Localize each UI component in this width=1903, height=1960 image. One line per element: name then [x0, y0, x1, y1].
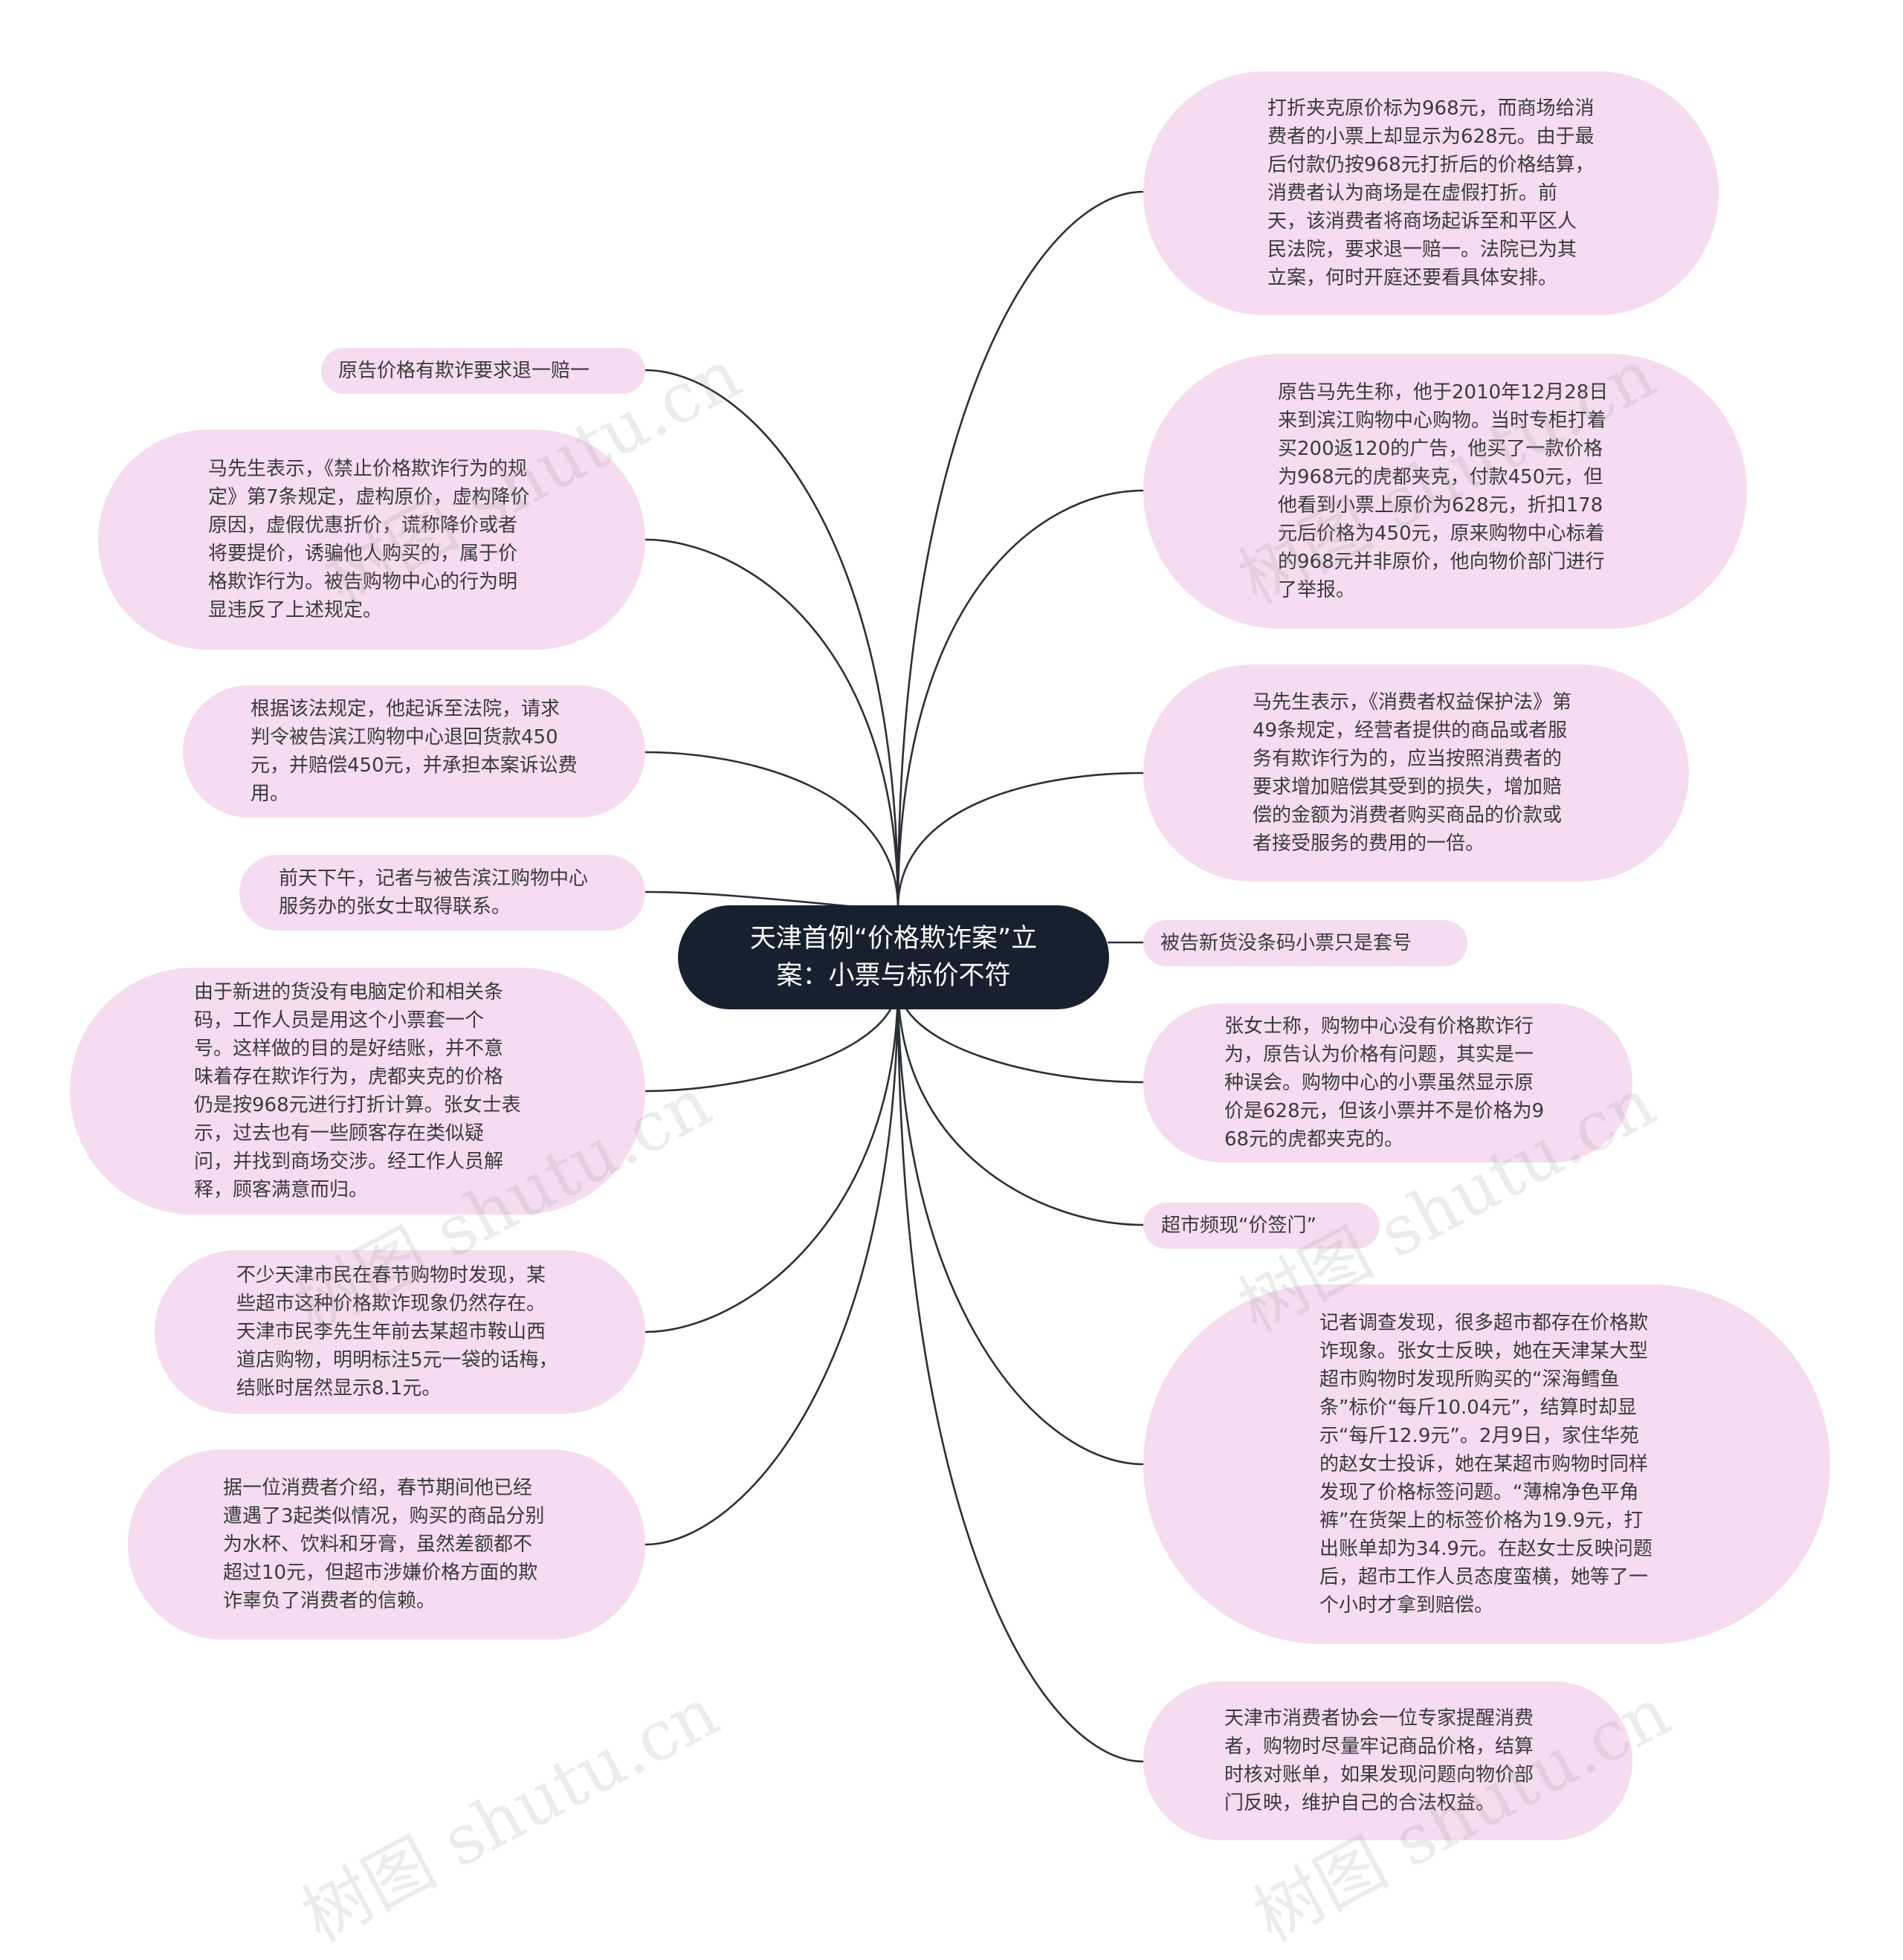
topic-consumer-protection-law[interactable]: 马先生表示，《消费者权益保护法》第49条规定，经营者提供的商品或者服务有欺诈行为…: [1143, 664, 1689, 882]
topic-label: 据一位消费者介绍，春节期间他已经遭遇了3起类似情况，购买的商品分别为水杯、饮料和…: [223, 1477, 545, 1612]
link-l5: [644, 982, 899, 1093]
link-l1: [644, 369, 899, 909]
link-l2: [644, 538, 899, 909]
link-l6: [644, 982, 899, 1333]
topic-expert-advice[interactable]: 天津市消费者协会一位专家提醒消费者，购物时尽量牢记商品价格，结算时核对账单，如果…: [1143, 1681, 1632, 1840]
topic-plaintiff-fraud-claim[interactable]: 原告价格有欺诈要求退一赔一: [321, 348, 645, 394]
topic-label: 不少天津市民在春节购物时发现，某些超市这种价格欺诈现象仍然存在。天津市民李先生年…: [236, 1264, 558, 1400]
link-r8: [896, 982, 1144, 1763]
link-l3: [644, 751, 899, 909]
link-r3: [896, 772, 1144, 909]
topic-label: 原告马先生称，他于2010年12月28日来到滨江购物中心购物。当时专柜打着买20…: [1278, 381, 1609, 601]
topic-label: 记者调查发现，很多超市都存在价格欺诈现象。张女士反映，她在天津某大型超市购物时发…: [1319, 1312, 1652, 1617]
topic-label: 天津市消费者协会一位专家提醒消费者，购物时尽量牢记商品价格，结算时核对账单，如果…: [1224, 1707, 1534, 1814]
topic-reporter-investigation[interactable]: 记者调查发现，很多超市都存在价格欺诈现象。张女士反映，她在天津某大型超市购物时发…: [1143, 1284, 1830, 1644]
topic-label: 马先生表示，《消费者权益保护法》第49条规定，经营者提供的商品或者服务有欺诈行为…: [1253, 691, 1572, 855]
link-l7: [644, 982, 899, 1546]
topic-label: 张女士称，购物中心没有价格欺诈行为，原告认为价格有问题，其实是一种误会。购物中心…: [1224, 1015, 1545, 1151]
link-r1: [896, 190, 1144, 909]
root-topic-label: 天津首例“价格欺诈案”立案：小票与标价不符: [749, 924, 1038, 991]
topic-price-tag-scandal[interactable]: 超市频现“价签门”: [1143, 1203, 1380, 1249]
root-topic[interactable]: 天津首例“价格欺诈案”立案：小票与标价不符: [678, 905, 1109, 1009]
topic-price-fraud-regulation[interactable]: 马先生表示，《禁止价格欺诈行为的规定》第7条规定，虚构原价，虚构降价原因，虚假优…: [98, 430, 645, 650]
topic-mall-explanation[interactable]: 由于新进的货没有电脑定价和相关条码，工作人员是用这个小票套一个号。这样做的目的是…: [70, 968, 645, 1215]
topic-label: 马先生表示，《禁止价格欺诈行为的规定》第7条规定，虚构原价，虚构降价原因，虚假优…: [208, 458, 530, 621]
topic-plaintiff-statement[interactable]: 原告马先生称，他于2010年12月28日来到滨江购物中心购物。当时专柜打着买20…: [1143, 354, 1747, 629]
topic-label: 超市频现“价签门”: [1161, 1215, 1316, 1237]
topic-jacket-price-mismatch[interactable]: 打折夹克原价标为968元，而商场给消费者的小票上却显示为628元。由于最后付款仍…: [1143, 71, 1719, 315]
topic-label: 被告新货没条码小票只是套号: [1160, 932, 1412, 954]
link-r6: [896, 982, 1144, 1226]
topic-lawsuit-request[interactable]: 根据该法规定，他起诉至法院，请求判令被告滨江购物中心退回货款450元，并赔偿45…: [183, 685, 645, 818]
topic-label: 原告价格有欺诈要求退一赔一: [338, 360, 590, 382]
topic-label: 前天下午，记者与被告滨江购物中心服务办的张女士取得联系。: [279, 867, 589, 918]
topic-label: 打折夹克原价标为968元，而商场给消费者的小票上却显示为628元。由于最后付款仍…: [1267, 97, 1595, 289]
topic-defendant-no-barcode[interactable]: 被告新货没条码小票只是套号: [1143, 920, 1467, 966]
topic-supermarket-fraud-citizens[interactable]: 不少天津市民在春节购物时发现，某些超市这种价格欺诈现象仍然存在。天津市民李先生年…: [155, 1250, 645, 1414]
topic-consumer-three-cases[interactable]: 据一位消费者介绍，春节期间他已经遭遇了3起类似情况，购买的商品分别为水杯、饮料和…: [128, 1449, 645, 1640]
topic-label: 由于新进的货没有电脑定价和相关条码，工作人员是用这个小票套一个号。这样做的目的是…: [194, 981, 521, 1201]
topic-label: 根据该法规定，他起诉至法院，请求判令被告滨江购物中心退回货款450元，并赔偿45…: [251, 698, 578, 805]
link-r2: [896, 489, 1144, 909]
topic-reporter-contact[interactable]: 前天下午，记者与被告滨江购物中心服务办的张女士取得联系。: [239, 855, 645, 931]
topic-ms-zhang-statement[interactable]: 张女士称，购物中心没有价格欺诈行为，原告认为价格有问题，其实是一种误会。购物中心…: [1143, 1003, 1632, 1162]
link-r7: [896, 982, 1144, 1466]
